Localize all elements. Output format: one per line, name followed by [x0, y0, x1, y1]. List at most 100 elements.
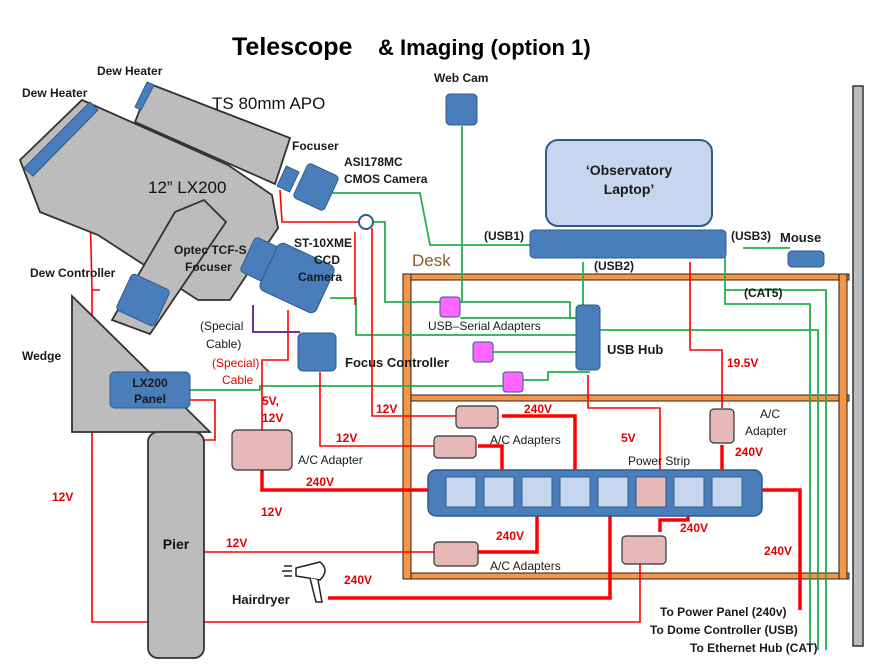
special-cable-black-1: (Special: [200, 319, 243, 333]
ac-adapter-right: [709, 408, 735, 444]
voltage-5v12v-2: 12V: [262, 411, 283, 425]
ac-adapter-left-label: A/C Adapter: [298, 453, 363, 467]
lx200-label: 12” LX200: [148, 178, 226, 197]
laptop-screen: [545, 139, 713, 227]
st10-label-2: CCD: [314, 253, 340, 267]
voltage-240v-far: 240V: [764, 544, 792, 558]
desk: [402, 273, 850, 580]
usb2-label: (USB2): [594, 259, 634, 273]
focuser-box: [276, 165, 300, 193]
voltage-240v-bottom1: 240V: [496, 529, 524, 543]
voltage-240v-bottom2: 240V: [680, 521, 708, 535]
st10-label-1: ST-10XME: [294, 236, 352, 250]
dew-heater-strip-left: [23, 101, 99, 177]
hairdryer-icon: [282, 561, 326, 603]
ac-adapter-mid-2: [433, 435, 477, 459]
mouse-label: Mouse: [780, 230, 821, 245]
usb-hub-label: USB Hub: [607, 342, 663, 357]
observatory-wall: [852, 85, 864, 647]
focus-controller-label: Focus Controller: [345, 355, 449, 370]
power-socket-2: [483, 476, 515, 508]
voltage-12v-focus: 12V: [336, 431, 357, 445]
st10-camera-box: [259, 242, 335, 314]
usb3-label: (USB3): [731, 229, 771, 243]
usb1-label: (USB1): [484, 229, 524, 243]
power-socket-4: [559, 476, 591, 508]
ac-adapter-bottom-2: [621, 535, 667, 565]
voltage-12v-far-left: 12V: [52, 490, 73, 504]
laptop-base: [529, 229, 727, 259]
voltage-240v-hairdryer: 240V: [344, 573, 372, 587]
usb-serial-label: USB–Serial Adapters: [428, 319, 541, 333]
lx200-panel-label-1: LX200: [132, 376, 168, 390]
asi178-label-2: CMOS Camera: [344, 172, 428, 186]
webcam-box: [445, 93, 478, 126]
voltage-240v-top: 240V: [524, 402, 552, 416]
power-strip-label: Power Strip: [628, 454, 690, 468]
voltage-240v-left: 240V: [306, 475, 334, 489]
voltage-5v12v-1: 5V,: [262, 394, 279, 408]
dew-controller-box: [116, 273, 170, 327]
diagram-title: Telescope: [232, 33, 353, 61]
power-socket-6: [635, 476, 667, 508]
power-socket-7: [673, 476, 705, 508]
voltage-5v-hub: 5V: [621, 431, 636, 445]
focus-controller-box: [297, 332, 337, 372]
laptop-label-1: ‘Observatory: [586, 162, 673, 178]
voltage-12v-below: 12V: [261, 505, 282, 519]
special-cable-red-1: (Special): [212, 356, 259, 370]
mouse-box: [787, 250, 825, 268]
pier-label: Pier: [163, 536, 190, 552]
diagram-title-rest: & Imaging (option 1): [378, 35, 591, 60]
laptop-label-2: Laptop’: [604, 181, 655, 197]
ac-adapter-right-label-2: Adapter: [745, 424, 787, 438]
power-socket-3: [521, 476, 553, 508]
desk-label: Desk: [412, 251, 451, 270]
power-socket-8: [711, 476, 743, 508]
low-voltage-cables: [89, 92, 723, 623]
ac-adapter-mid-1: [455, 405, 499, 429]
optec-label-2: Focuser: [185, 260, 232, 274]
focuser-label: Focuser: [292, 139, 339, 153]
voltage-19-5v: 19.5V: [727, 356, 758, 370]
dew-heater-left-label: Dew Heater: [22, 86, 88, 100]
asi178-label-1: ASI178MC: [344, 155, 403, 169]
webcam-label: Web Cam: [434, 71, 488, 85]
wedge-label: Wedge: [22, 349, 61, 363]
ac-adapter-left: [231, 429, 293, 471]
hairdryer-label: Hairdryer: [232, 592, 290, 607]
optec-label-1: Optec TCF-S: [174, 243, 247, 257]
ac-adapter-bottom-1: [433, 541, 479, 567]
special-cable: [252, 305, 300, 333]
st10-label-3: Camera: [298, 270, 342, 284]
ac-adapters-mid-label: A/C Adapters: [490, 433, 561, 447]
lx200-panel-box: [109, 371, 191, 409]
asi178-camera-box: [293, 163, 339, 211]
to-power-panel-label: To Power Panel (240v): [660, 605, 787, 619]
special-cable-black-2: Cable): [206, 337, 241, 351]
usb-hub-box: [575, 304, 601, 371]
power-strip: [427, 469, 763, 517]
to-ethernet-hub-label: To Ethernet Hub (CAT): [690, 641, 818, 655]
usb-cables: [183, 126, 827, 650]
voltage-12v-pier: 12V: [226, 536, 247, 550]
voltage-12v-mid: 12V: [376, 402, 397, 416]
to-dome-controller-label: To Dome Controller (USB): [650, 623, 798, 637]
special-cable-red-2: Cable: [222, 373, 254, 387]
power-socket-1: [445, 476, 477, 508]
pier: [147, 431, 205, 659]
voltage-240v-right: 240V: [735, 445, 763, 459]
usb-serial-adapter-3: [502, 371, 524, 393]
ac-adapters-bottom-label: A/C Adapters: [490, 559, 561, 573]
ts80-label: TS 80mm APO: [212, 94, 325, 113]
cable-junction: [358, 214, 374, 230]
dew-heater-top-label: Dew Heater: [97, 64, 163, 78]
cat5-label: (CAT5): [744, 286, 782, 300]
dew-heater-strip-top: [134, 81, 155, 111]
dew-controller-label: Dew Controller: [30, 266, 116, 280]
ac-adapter-right-label-1: A/C: [760, 407, 780, 421]
power-socket-5: [597, 476, 629, 508]
usb-serial-adapter-2: [472, 341, 494, 363]
lx200-panel-label-2: Panel: [134, 392, 166, 406]
